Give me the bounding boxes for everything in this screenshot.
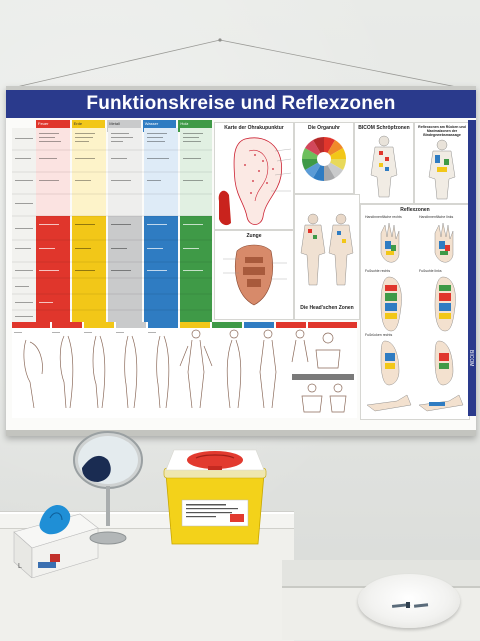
element-table: Feuer Erde Metall Wasser Holz <box>12 120 212 410</box>
head-zones-diagram <box>300 213 354 286</box>
ear-acupuncture-panel: Karte der Ohrakupunktur <box>214 122 294 230</box>
organ-clock-title: Die Organuhr <box>308 125 340 131</box>
hand-left-label: Handinnenfläche links <box>419 215 454 219</box>
side-strip-text: BICOM <box>468 350 474 367</box>
tongue-diagram <box>223 244 287 306</box>
ear-panel-title: Karte der Ohrakupunktur <box>224 125 284 131</box>
poster-side-strip: BICOM <box>468 120 476 416</box>
hanging-string <box>11 38 463 89</box>
sharps-container <box>163 449 267 545</box>
organ-clock-panel: Die Organuhr <box>294 122 354 194</box>
element-table-body <box>12 128 212 324</box>
head-zones-panel: Die Head'schen Zonen <box>294 194 360 320</box>
tray-contents <box>391 602 429 608</box>
hand-right-label: Handinnenfläche rechts <box>365 215 402 219</box>
head-zones-title: Die Head'schen Zonen <box>300 305 354 311</box>
back-panel-title: Reflexzonen am Rücken und Maximalzonen d… <box>418 125 466 137</box>
glove-box-label: L <box>18 563 22 570</box>
poster-title: Funktionskreise und Reflexzonen <box>86 93 396 114</box>
bicom-panel-title: BICOM Schröpfzonen <box>358 125 410 131</box>
poster-top-rod <box>6 86 476 91</box>
reflex-zones-panel: Reflexzonen Handinnenfläche rechts Handi… <box>360 204 470 420</box>
poster-title-bar: Funktionskreise und Reflexzonen <box>6 90 476 118</box>
bicom-body-diagram <box>370 135 398 198</box>
foot-right-label: Fußsohle rechts <box>365 269 391 273</box>
foot-left-label: Fußsohle links <box>419 269 442 273</box>
tongue-panel: Zunge <box>214 230 294 320</box>
poster-bottom-rod <box>6 430 476 436</box>
reflex-diagrams <box>366 222 464 412</box>
tongue-panel-title: Zunge <box>246 233 262 239</box>
foot-back-label: Fußrücken rechts <box>365 333 393 337</box>
kidney-tray <box>358 574 460 628</box>
ear-diagram <box>218 137 292 226</box>
meridian-figures <box>12 322 357 413</box>
meridian-figures-band <box>12 322 357 418</box>
reflex-zones-title: Reflexzonen <box>400 207 430 213</box>
makeup-mirror <box>73 431 143 545</box>
organ-clock-wheel <box>302 137 346 181</box>
wall-chart-poster: Funktionskreise und Reflexzonen Feuer Er… <box>6 86 476 436</box>
back-reflex-panel: Reflexzonen am Rücken und Maximalzonen d… <box>414 122 470 204</box>
back-body-diagram <box>428 139 456 200</box>
glove-box: L <box>13 504 99 578</box>
bicom-panel: BICOM Schröpfzonen <box>354 122 414 204</box>
